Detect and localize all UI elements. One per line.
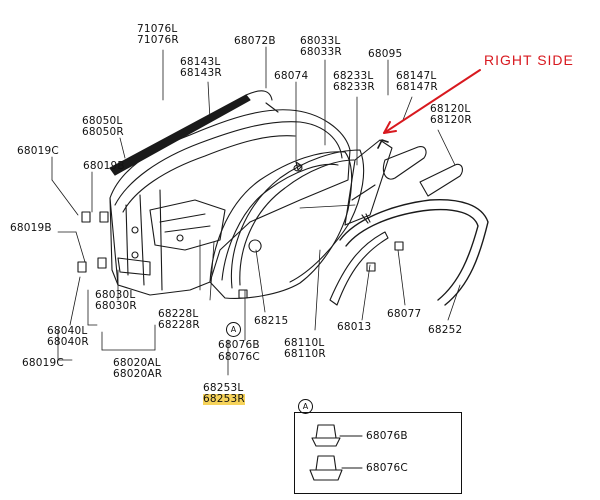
- part-number: 68030R: [95, 300, 137, 312]
- door-weatherstrip: [230, 149, 365, 289]
- part-number: 68040L: [47, 325, 88, 337]
- part-label-68072b: 68072B: [234, 35, 276, 47]
- part-number: 68120L: [430, 103, 471, 115]
- inset-label-68076b: 68076B: [366, 430, 408, 442]
- part-number: 68020AR: [113, 368, 163, 380]
- part-number: 68033R: [300, 46, 342, 58]
- part-label-68074: 68074: [274, 70, 309, 82]
- highlighted-part-number: 68253R: [203, 393, 245, 405]
- part-number: 68110R: [284, 348, 326, 360]
- inset-box: [294, 412, 462, 494]
- window-channel: [109, 90, 273, 176]
- part-label-68252: 68252: [428, 324, 463, 336]
- small-window: [382, 146, 464, 197]
- part-number: 68147L: [396, 70, 437, 82]
- part-label-68020: 68020AL 68020AR: [113, 358, 162, 380]
- part-number: 68050L: [82, 115, 123, 127]
- part-number: 68228R: [158, 319, 200, 331]
- part-label-68050: 68050L 68050R: [82, 116, 124, 138]
- lower-seal: [329, 231, 389, 306]
- part-label-68033: 68033L 68033R: [300, 36, 342, 58]
- part-label-68076c-main: 68076C: [218, 351, 260, 363]
- inset-marker-a: A: [298, 399, 313, 414]
- part-label-68095: 68095: [368, 48, 403, 60]
- part-label-68228: 68228L 68228R: [158, 309, 200, 331]
- part-label-68013: 68013: [337, 321, 372, 333]
- part-number: 68253L: [203, 382, 244, 394]
- outer-seal: [339, 198, 489, 306]
- part-label-68147: 68147L 68147R: [396, 71, 438, 93]
- part-label-68143: 68143L 68143R: [180, 57, 222, 79]
- part-label-68019c-bot: 68019C: [22, 357, 64, 369]
- part-label-68120: 68120L 68120R: [430, 104, 472, 126]
- part-number: 68033L: [300, 35, 341, 47]
- part-label-68019b-mid: 68019B: [83, 160, 125, 172]
- leader-lines: [51, 46, 461, 376]
- part-label-68233: 68233L 68233R: [333, 71, 375, 93]
- part-label-68076b-main: 68076B: [218, 339, 260, 351]
- part-number: 68120R: [430, 114, 472, 126]
- part-label-68019c-top: 68019C: [17, 145, 59, 157]
- part-number: 68143R: [180, 67, 222, 79]
- part-number: 68020AL: [113, 357, 161, 369]
- part-number: 68228L: [158, 308, 199, 320]
- part-label-68030: 68030L 68030R: [95, 290, 137, 312]
- inset-clips: [309, 424, 363, 481]
- part-number: 68143L: [180, 56, 221, 68]
- part-label-68110: 68110L 68110R: [284, 338, 326, 360]
- small-clips: [77, 161, 404, 299]
- part-number: 68110L: [284, 337, 325, 349]
- door-sash: [209, 102, 353, 299]
- part-number: 71076R: [137, 34, 179, 46]
- part-label-68253: 68253L 68253R: [203, 383, 245, 405]
- part-label-68019b-left: 68019B: [10, 222, 52, 234]
- part-label-68215: 68215: [254, 315, 289, 327]
- part-number: 68040R: [47, 336, 89, 348]
- right-side-arrow: [383, 69, 481, 134]
- quarter-glass: [344, 139, 393, 226]
- part-number: 71076L: [137, 23, 178, 35]
- inset-label-68076c: 68076C: [366, 462, 408, 474]
- marker-a: A: [226, 322, 241, 337]
- part-number: 68147R: [396, 81, 438, 93]
- part-label-68040: 68040L 68040R: [47, 326, 89, 348]
- part-label-68077: 68077: [387, 308, 422, 320]
- part-label-71076: 71076L 71076R: [137, 24, 179, 46]
- part-number: 68030L: [95, 289, 136, 301]
- part-number: 68233R: [333, 81, 375, 93]
- part-number: 68050R: [82, 126, 124, 138]
- door-panel: [109, 109, 351, 296]
- part-number: 68233L: [333, 70, 374, 82]
- right-side-annotation: RIGHT SIDE: [484, 52, 574, 68]
